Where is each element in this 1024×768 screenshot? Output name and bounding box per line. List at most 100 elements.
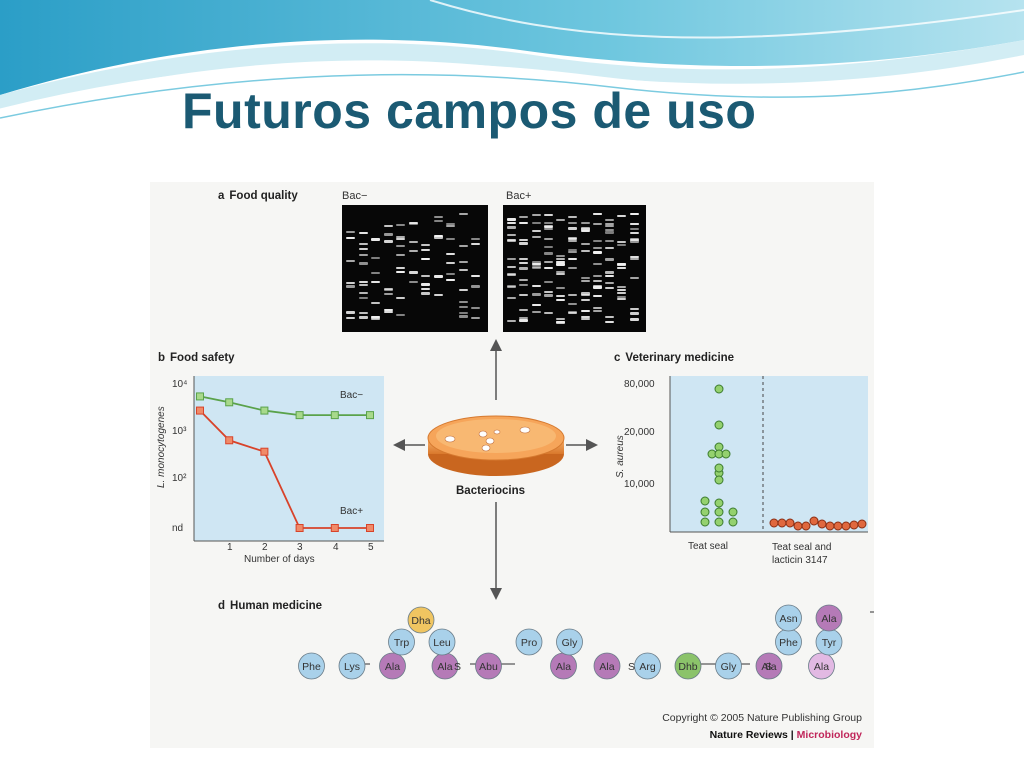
gel-band bbox=[383, 288, 393, 291]
svg-text:Asn: Asn bbox=[779, 613, 797, 625]
gel-band bbox=[617, 267, 627, 270]
gel-band bbox=[519, 221, 529, 224]
center-label-bacteriocins: Bacteriocins bbox=[456, 485, 526, 497]
residue-ala: Ala bbox=[755, 652, 783, 680]
residue-abu: Abu bbox=[475, 652, 502, 680]
svg-text:Phe: Phe bbox=[302, 661, 321, 673]
chart-c-ylabel: S. aureus bbox=[615, 435, 626, 478]
gel-band bbox=[605, 275, 615, 278]
gel-band bbox=[543, 226, 553, 229]
chart-b-point bbox=[295, 411, 304, 420]
residue-phe: Phe bbox=[298, 652, 325, 680]
gel-band bbox=[629, 307, 639, 310]
residue-arg: Arg bbox=[634, 652, 661, 680]
gel-band bbox=[531, 262, 541, 265]
gel-band bbox=[543, 227, 553, 230]
panel-b-letter: b bbox=[158, 352, 166, 364]
residue-phe: Phe bbox=[775, 628, 802, 656]
chart-b-ytick-1e3: 10³ bbox=[172, 426, 187, 437]
residue-leu: Leu bbox=[428, 628, 456, 656]
gel-band bbox=[629, 240, 639, 244]
gel-band bbox=[531, 236, 541, 239]
gel-band bbox=[629, 231, 639, 234]
chart-b-ylabel: L. monocytogenes bbox=[156, 406, 167, 488]
header-wave-decoration bbox=[0, 0, 1024, 119]
gel-band bbox=[358, 231, 368, 234]
gel-band bbox=[543, 291, 553, 294]
gel-band bbox=[592, 309, 602, 312]
gel-band bbox=[371, 272, 381, 275]
journal-credit: Nature Reviews | Microbiology bbox=[709, 729, 862, 741]
gel-band bbox=[371, 257, 381, 260]
gel-band bbox=[519, 317, 529, 320]
gel-band bbox=[592, 222, 602, 225]
gel-band bbox=[580, 299, 590, 302]
gel-band bbox=[568, 222, 578, 225]
gel-band bbox=[396, 270, 406, 273]
gel-band bbox=[471, 307, 481, 310]
chart-b-point bbox=[366, 411, 374, 420]
gel-band bbox=[383, 240, 393, 244]
gel-band bbox=[617, 298, 627, 301]
chart-c-group-teat-seal: Teat seal bbox=[688, 541, 728, 552]
gel-band bbox=[605, 287, 615, 290]
gel-band bbox=[519, 267, 529, 271]
chart-b-point bbox=[260, 406, 269, 415]
gel-band bbox=[580, 222, 590, 225]
gel-band bbox=[605, 246, 615, 249]
gel-band bbox=[580, 316, 590, 319]
gel-band bbox=[556, 218, 566, 221]
gel-band bbox=[592, 213, 602, 216]
gel-band bbox=[471, 285, 481, 289]
gel-band bbox=[629, 318, 639, 322]
chart-b-point bbox=[295, 524, 304, 532]
gel-band bbox=[383, 309, 393, 312]
svg-text:Phe: Phe bbox=[779, 637, 798, 649]
gel-band bbox=[531, 261, 541, 265]
gel-band bbox=[617, 263, 627, 266]
gel-band bbox=[396, 245, 406, 247]
gel-band bbox=[543, 293, 553, 297]
gel-band bbox=[617, 214, 627, 217]
gel-band bbox=[446, 237, 456, 240]
gel-band bbox=[458, 311, 468, 314]
svg-text:Tyr: Tyr bbox=[822, 637, 837, 649]
gel-band bbox=[580, 317, 590, 320]
gel-band bbox=[458, 300, 468, 303]
chart-c-ytick-80000: 80,000 bbox=[624, 379, 655, 390]
residue-trp: Trp bbox=[388, 628, 415, 656]
panel-d-letter: d bbox=[218, 600, 226, 612]
gel-band bbox=[371, 316, 381, 319]
gel-band bbox=[556, 258, 566, 261]
journal-section: Microbiology bbox=[796, 729, 862, 741]
gel-band bbox=[568, 226, 578, 230]
bond-label: S bbox=[628, 661, 635, 673]
gel-band bbox=[605, 239, 615, 242]
gel-band bbox=[580, 243, 590, 246]
gel-band bbox=[471, 317, 481, 320]
gel-band bbox=[346, 259, 355, 262]
chart-c-points-lacticin bbox=[769, 516, 867, 531]
gel-band bbox=[605, 225, 615, 228]
gel-band bbox=[568, 249, 578, 252]
gel-band bbox=[580, 228, 590, 232]
gel-band bbox=[556, 255, 566, 258]
gel-band bbox=[458, 213, 468, 216]
gel-band bbox=[358, 292, 368, 295]
gel-band bbox=[629, 311, 639, 315]
gel-band bbox=[543, 222, 553, 225]
gel-band bbox=[358, 297, 368, 300]
gel-band bbox=[396, 223, 406, 226]
svg-text:Ala: Ala bbox=[821, 613, 836, 625]
gel-band bbox=[358, 316, 368, 320]
residue-ala: Ala bbox=[550, 652, 577, 680]
gel-band bbox=[629, 277, 639, 280]
bond-label: S bbox=[454, 661, 461, 673]
gel-band bbox=[580, 279, 590, 282]
gel-band bbox=[433, 293, 443, 296]
gel-band bbox=[617, 289, 627, 292]
chart-b-xtick-3: 3 bbox=[297, 542, 303, 553]
residue-lys: Lys bbox=[338, 652, 366, 680]
gel-band bbox=[346, 282, 355, 285]
